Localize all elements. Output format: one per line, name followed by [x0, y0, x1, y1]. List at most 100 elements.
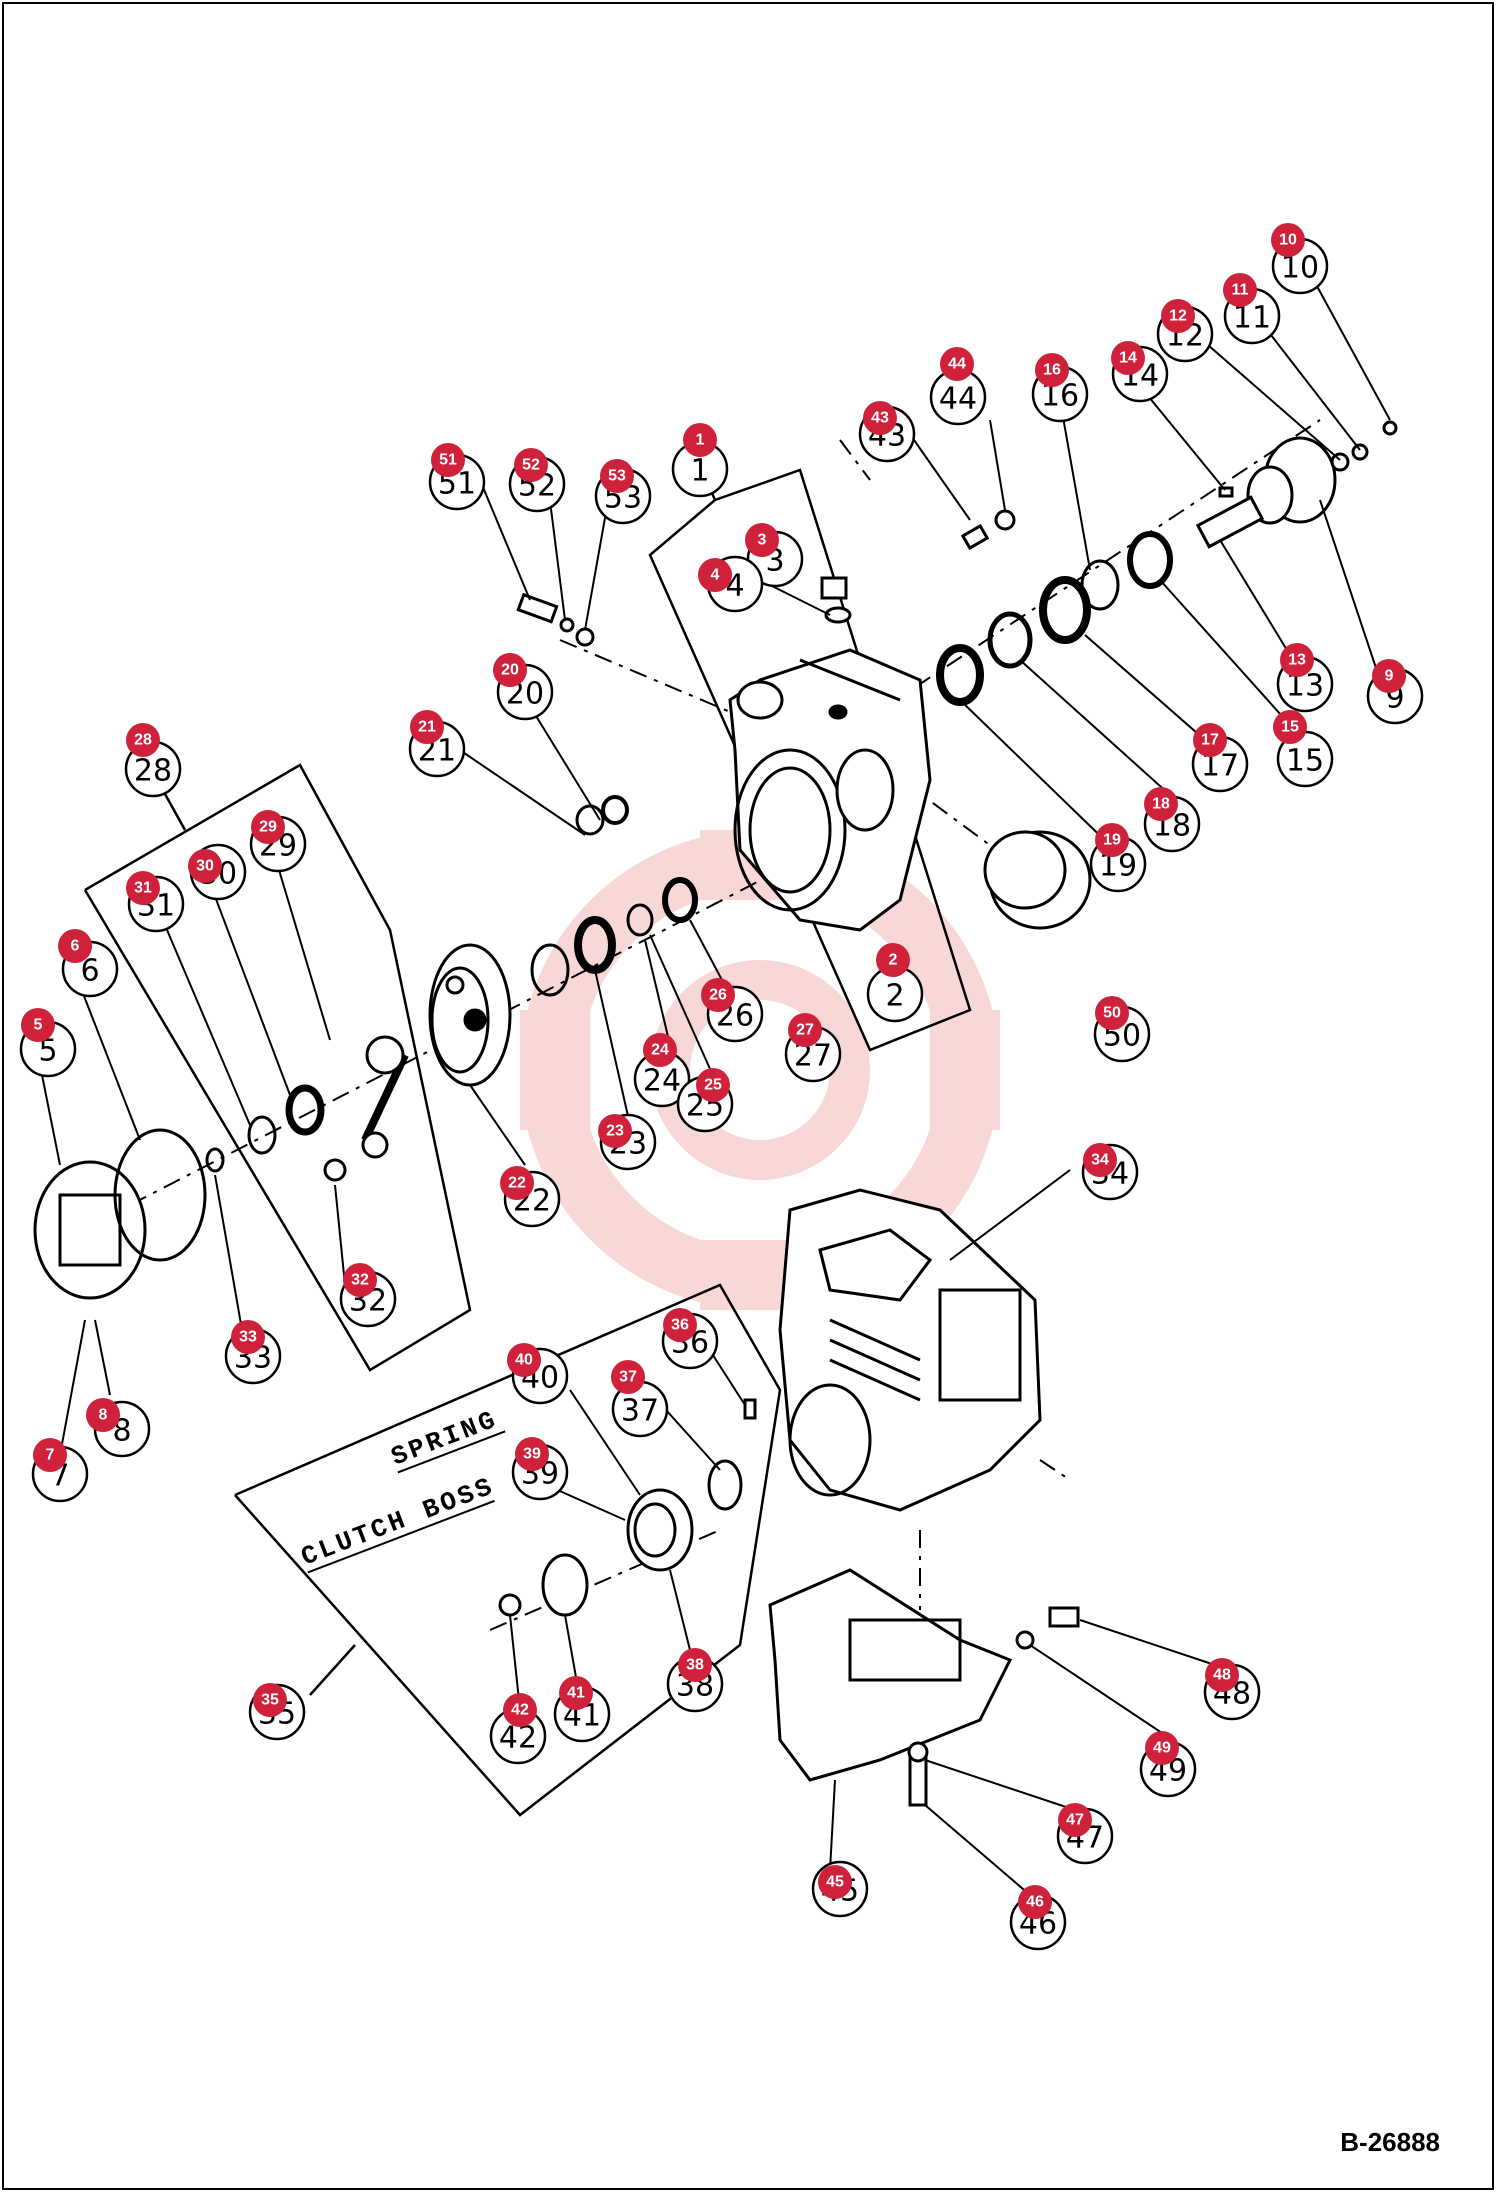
callout-20[interactable]: 20	[493, 653, 527, 687]
callout-39[interactable]: 39	[515, 1437, 549, 1471]
engine-body	[778, 1188, 1042, 1512]
callout-51[interactable]: 51	[431, 443, 465, 477]
callout-45[interactable]: 45	[818, 1865, 852, 1899]
callout-48[interactable]: 48	[1205, 1658, 1239, 1692]
callout-label: 3	[758, 532, 767, 549]
callout-52[interactable]: 52	[514, 448, 548, 482]
callout-14[interactable]: 14	[1111, 341, 1145, 375]
callout-36[interactable]: 36	[663, 1308, 697, 1342]
callout-label: 23	[606, 1123, 624, 1140]
part-number-text: 5	[38, 1034, 57, 1069]
callout-8[interactable]: 8	[86, 1398, 120, 1432]
callout-18[interactable]: 18	[1144, 787, 1178, 821]
callout-label: 36	[671, 1317, 689, 1334]
callout-25[interactable]: 25	[696, 1068, 730, 1102]
callout-label: 19	[1103, 832, 1121, 849]
part-number-text: 24	[643, 1064, 681, 1099]
callout-12[interactable]: 12	[1161, 299, 1195, 333]
callout-label: 30	[196, 858, 214, 875]
callout-label: 29	[259, 819, 277, 836]
callout-label: 7	[46, 1447, 55, 1464]
callout-label: 24	[651, 1042, 669, 1059]
callout-28[interactable]: 28	[126, 723, 160, 757]
cover-part-45	[768, 1568, 1080, 1807]
callout-22[interactable]: 22	[500, 1166, 534, 1200]
part-number-24: 24	[633, 1050, 691, 1108]
callout-13[interactable]: 13	[1280, 643, 1314, 677]
callout-30[interactable]: 30	[188, 849, 222, 883]
callout-23[interactable]: 23	[598, 1114, 632, 1148]
callout-10[interactable]: 10	[1271, 223, 1305, 257]
callout-43[interactable]: 43	[863, 401, 897, 435]
callout-5[interactable]: 5	[21, 1008, 55, 1042]
callout-label: 25	[704, 1077, 722, 1094]
part-number-44: 44	[929, 368, 987, 426]
part-number-text: 2	[885, 979, 904, 1014]
figure-code: B-26888	[1340, 2127, 1440, 2157]
callout-21[interactable]: 21	[410, 710, 444, 744]
callout-42[interactable]: 42	[503, 1693, 537, 1727]
callout-44[interactable]: 44	[940, 347, 974, 381]
group-outline-35	[234, 1283, 782, 1817]
callout-38[interactable]: 38	[678, 1648, 712, 1682]
callout-53[interactable]: 53	[600, 459, 634, 493]
callout-label: 21	[418, 719, 436, 736]
clutch-boss-label-text: CLUTCH BOSS	[297, 1471, 499, 1572]
spring-label: SPRING	[387, 1404, 506, 1474]
callout-46[interactable]: 46	[1018, 1885, 1052, 1919]
callout-2[interactable]: 2	[876, 943, 910, 977]
callout-40[interactable]: 40	[507, 1343, 541, 1377]
part-number-text: 15	[1286, 744, 1324, 779]
callout-50[interactable]: 50	[1095, 996, 1129, 1030]
callout-49[interactable]: 49	[1145, 1731, 1179, 1765]
callout-label: 26	[709, 987, 727, 1004]
callout-24[interactable]: 24	[643, 1033, 677, 1067]
callout-label: 2	[889, 952, 898, 969]
callout-37[interactable]: 37	[611, 1360, 645, 1394]
part-number-15: 15	[1276, 730, 1334, 788]
callout-label: 13	[1288, 652, 1306, 669]
callout-label: 5	[34, 1017, 43, 1034]
callout-6[interactable]: 6	[58, 929, 92, 963]
callout-3[interactable]: 3	[745, 523, 779, 557]
callout-29[interactable]: 29	[251, 810, 285, 844]
callout-label: 1	[696, 432, 705, 449]
callout-label: 16	[1043, 362, 1061, 379]
callout-label: 44	[948, 356, 966, 373]
gear-case-housing	[728, 648, 932, 932]
callout-15[interactable]: 15	[1273, 710, 1307, 744]
part-number-37: 37	[611, 1380, 669, 1438]
callout-34[interactable]: 34	[1083, 1143, 1117, 1177]
callout-label: 12	[1169, 308, 1187, 325]
callout-19[interactable]: 19	[1095, 823, 1129, 857]
part-number-text: 28	[134, 754, 172, 789]
callout-label: 8	[99, 1407, 108, 1424]
part-callouts: 1234567891011121314151617181920212223242…	[21, 223, 1406, 1919]
callout-label: 35	[261, 1692, 279, 1709]
callout-4[interactable]: 4	[698, 558, 732, 592]
callout-1[interactable]: 1	[683, 423, 717, 457]
callout-label: 45	[826, 1874, 844, 1891]
callout-11[interactable]: 11	[1223, 273, 1257, 307]
callout-47[interactable]: 47	[1058, 1803, 1092, 1837]
callout-33[interactable]: 33	[231, 1320, 265, 1354]
callout-17[interactable]: 17	[1193, 723, 1227, 757]
callout-26[interactable]: 26	[701, 978, 735, 1012]
cap-part-50	[983, 830, 1092, 930]
callout-27[interactable]: 27	[788, 1013, 822, 1047]
callout-9[interactable]: 9	[1372, 659, 1406, 693]
callout-label: 11	[1232, 282, 1249, 299]
callout-16[interactable]: 16	[1035, 353, 1069, 387]
crank-and-gear	[33, 795, 698, 1300]
callout-35[interactable]: 35	[253, 1683, 287, 1717]
callout-label: 37	[619, 1369, 637, 1386]
callout-31[interactable]: 31	[126, 871, 160, 905]
callout-label: 27	[796, 1022, 814, 1039]
clutch-boss-label: CLUTCH BOSS	[297, 1471, 499, 1574]
callout-7[interactable]: 7	[33, 1438, 67, 1472]
part-number-text: 37	[621, 1394, 659, 1429]
callout-label: 14	[1119, 350, 1137, 367]
callout-label: 31	[134, 880, 152, 897]
callout-41[interactable]: 41	[559, 1676, 593, 1710]
callout-32[interactable]: 32	[343, 1263, 377, 1297]
